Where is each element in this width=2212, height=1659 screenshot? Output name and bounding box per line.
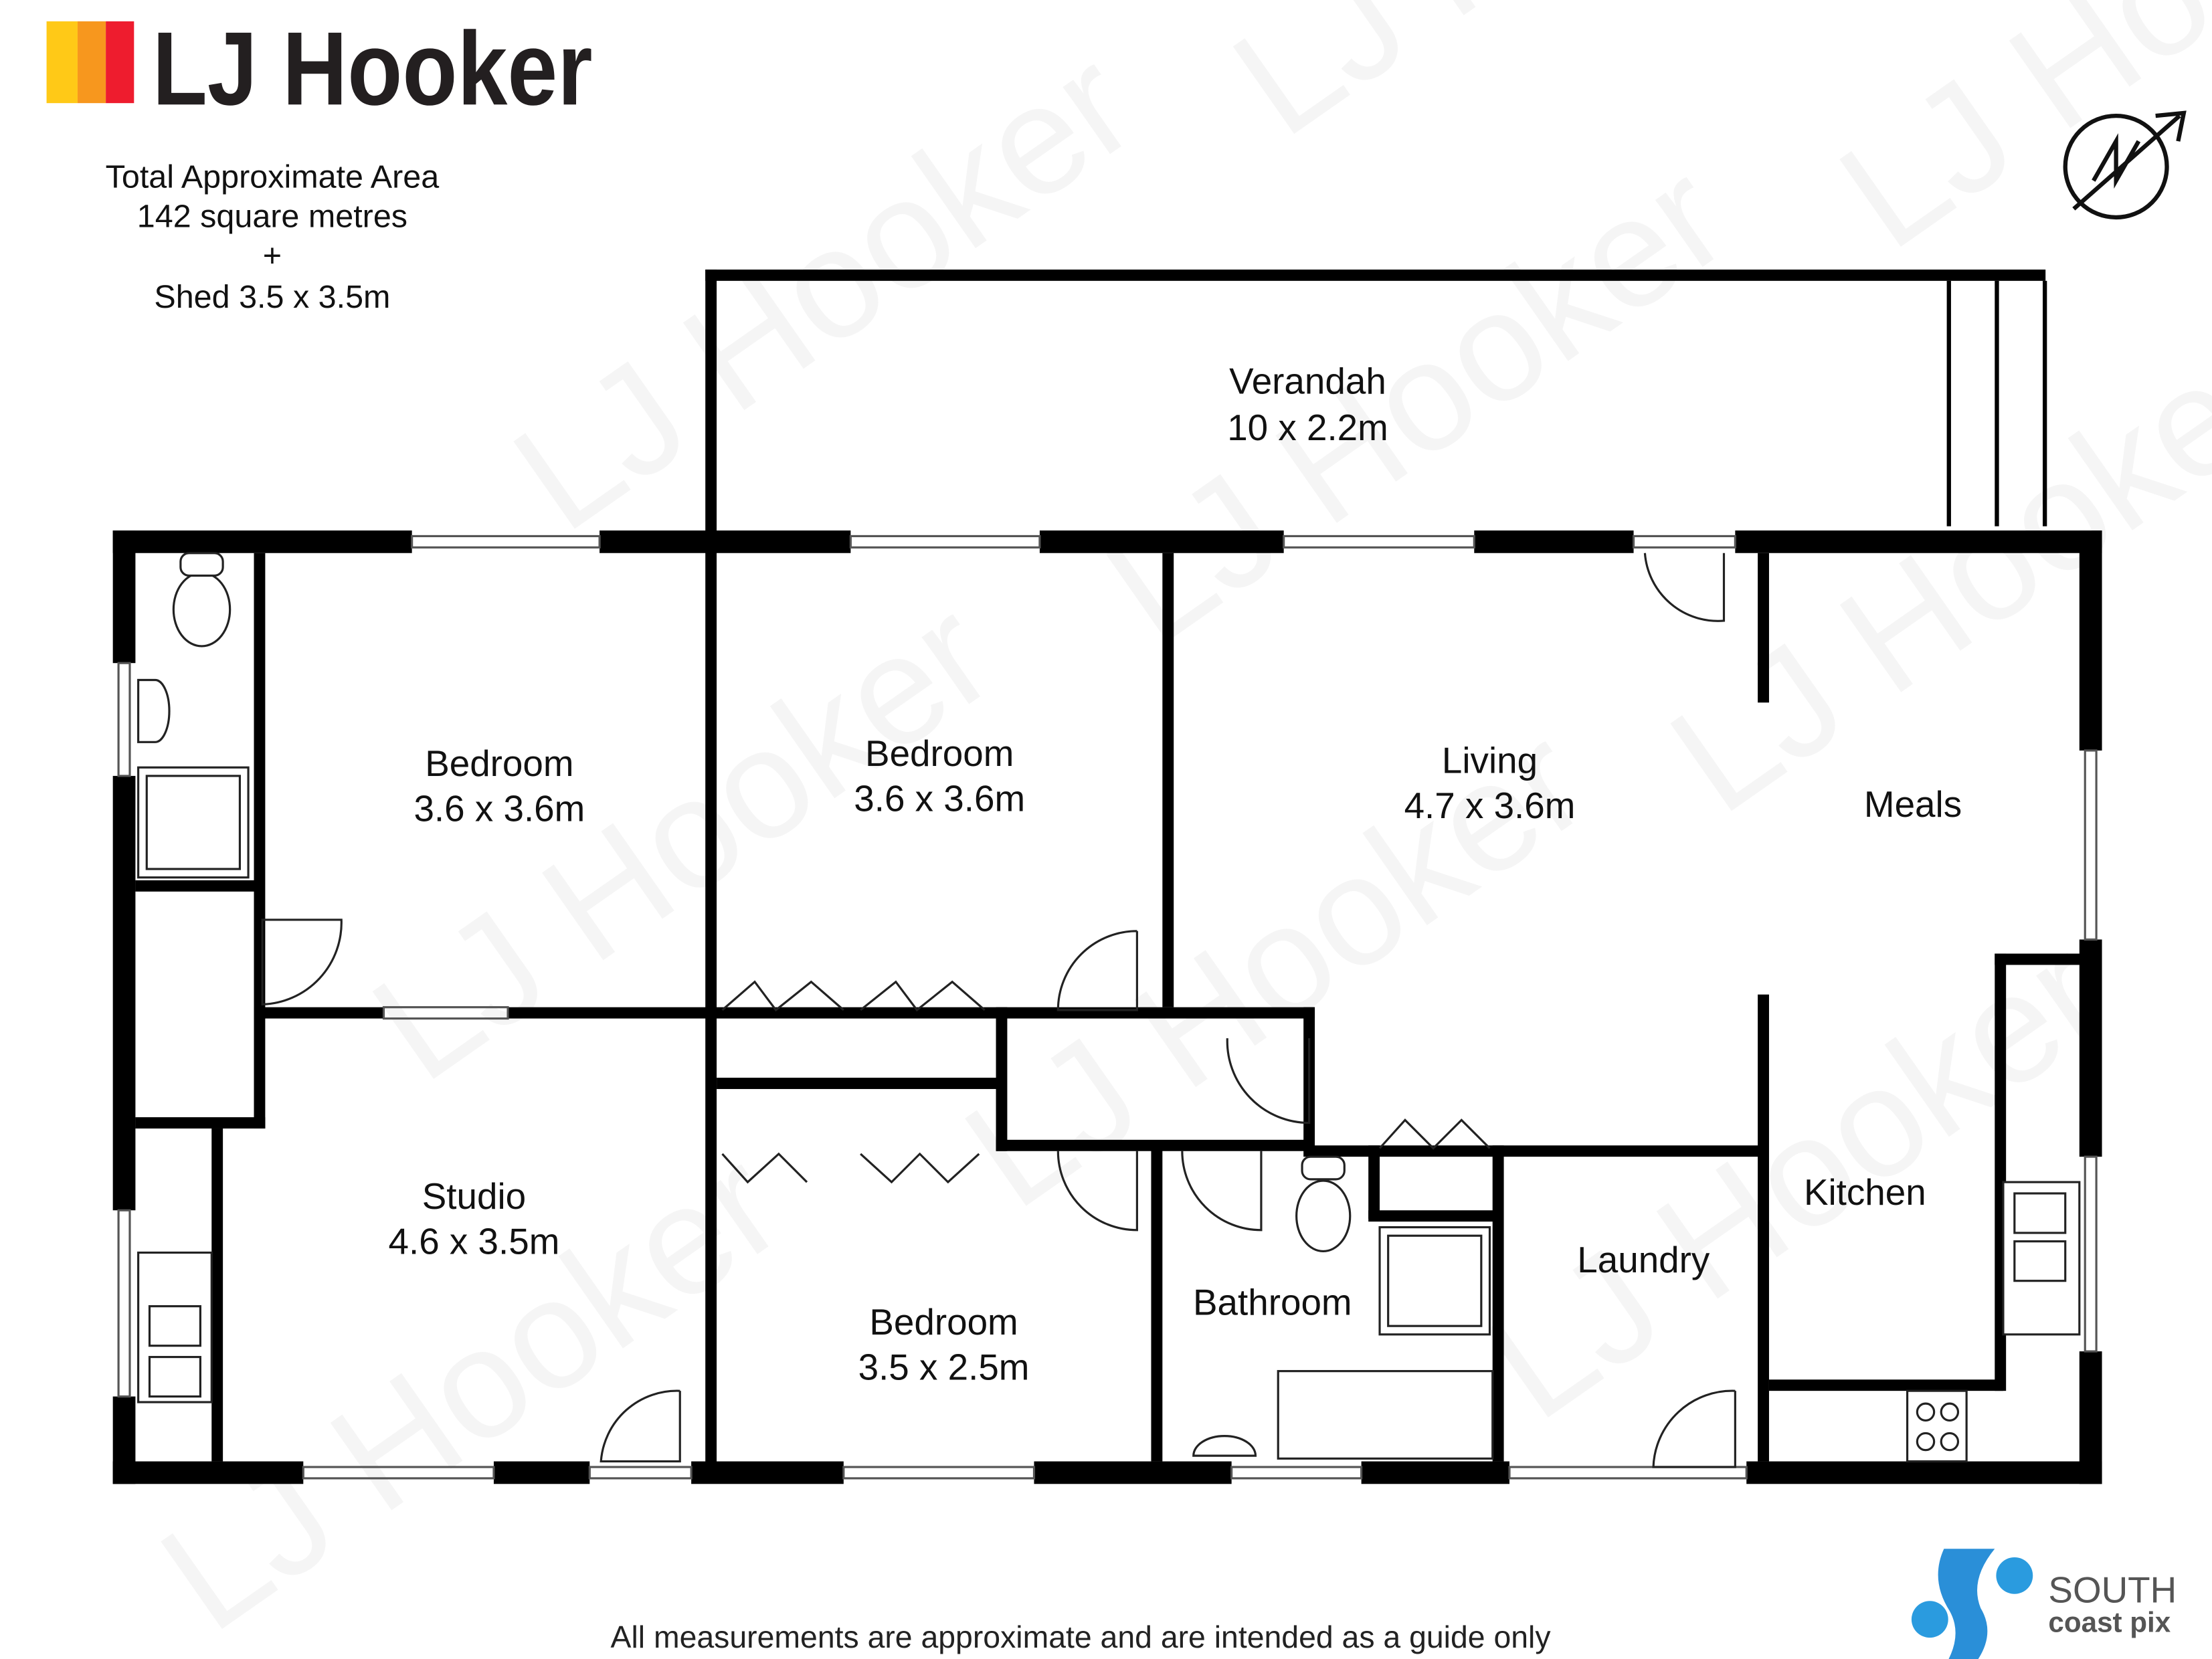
room-bedroom1-name: Bedroom (425, 743, 573, 784)
north-compass-icon (2063, 110, 2187, 220)
room-bedroom3-size: 3.5 x 2.5m (858, 1346, 1030, 1387)
doors (261, 553, 1736, 1468)
svg-text:Shed 3.5 x 3.5m: Shed 3.5 x 3.5m (154, 279, 390, 315)
room-bathroom-name: Bathroom (1193, 1281, 1352, 1323)
area-info: Total Approximate Area 142 square metres… (106, 159, 440, 315)
room-bedroom2-name: Bedroom (865, 733, 1014, 774)
south-coast-pix-logo: SOUTH coast pix (1911, 1549, 2177, 1659)
svg-text:LJ Hooker: LJ Hooker (1077, 129, 1755, 676)
svg-text:LJ Hooker: LJ Hooker (153, 11, 593, 127)
basin-icon (137, 678, 171, 743)
svg-text:coast pix: coast pix (2048, 1607, 2171, 1638)
svg-text:Total Approximate Area: Total Approximate Area (106, 159, 440, 195)
svg-text:LJ Hooker: LJ Hooker (343, 566, 1022, 1113)
room-meals-name: Meals (1864, 783, 1962, 825)
room-studio-name: Studio (422, 1175, 526, 1217)
svg-text:LJ Hooker: LJ Hooker (1457, 904, 2136, 1452)
room-kitchen-name: Kitchen (1804, 1171, 1926, 1213)
toilet-icon (172, 571, 232, 648)
room-labels: Verandah 10 x 2.2m Bedroom 3.6 x 3.6m Be… (389, 360, 1962, 1387)
fixtures (137, 552, 2081, 1463)
cooktop-icon (1906, 1389, 1968, 1463)
svg-text:142 square metres: 142 square metres (137, 199, 407, 235)
toilet-icon (1295, 1179, 1352, 1252)
room-laundry-name: Laundry (1577, 1239, 1710, 1280)
room-verandah-size: 10 x 2.2m (1227, 407, 1388, 448)
svg-text:SOUTH: SOUTH (2048, 1569, 2177, 1610)
room-verandah-name: Verandah (1229, 360, 1386, 401)
room-bedroom3-name: Bedroom (869, 1301, 1018, 1343)
disclaimer: All measurements are approximate and are… (611, 1620, 1552, 1654)
windows (117, 534, 2098, 1480)
room-living-name: Living (1442, 740, 1538, 781)
lj-hooker-logo: LJ Hooker (46, 11, 593, 127)
svg-text:LJ Hooker: LJ Hooker (1641, 298, 2212, 846)
room-bedroom1-size: 3.6 x 3.6m (413, 787, 585, 829)
room-bedroom2-size: 3.6 x 3.6m (854, 778, 1025, 819)
room-living-size: 4.7 x 3.6m (1404, 785, 1576, 826)
svg-text:LJ Hooker: LJ Hooker (1204, 0, 1882, 169)
room-studio-size: 4.6 x 3.5m (389, 1221, 560, 1262)
walls (112, 269, 2102, 1484)
svg-text:+: + (263, 238, 282, 274)
bath-icon (1277, 1370, 1494, 1460)
basin-icon (1192, 1435, 1257, 1457)
